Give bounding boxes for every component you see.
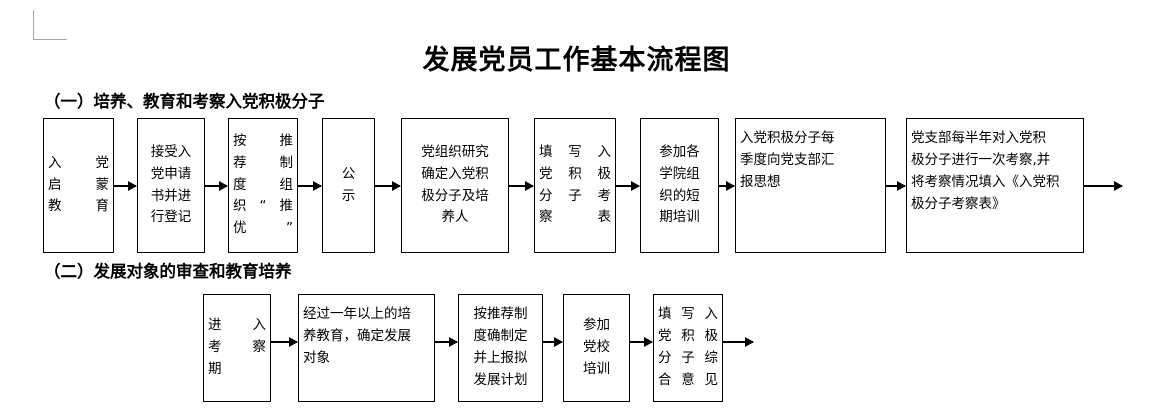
arrow-1-9 bbox=[1084, 181, 1123, 191]
arrow-2-3 bbox=[543, 337, 563, 347]
flow-box-text: 经过一年以上的培养教育，确定发展对象 bbox=[303, 306, 411, 366]
flow-box-text: 党组织研究确定入党积极分子及培养人 bbox=[421, 143, 489, 226]
flow-box-step-1-1[interactable]: 入 党启 蒙教 育 bbox=[43, 118, 114, 253]
flow-box-text: 进 入考 察期 bbox=[208, 317, 266, 377]
arrow-1-7 bbox=[719, 181, 735, 191]
flow-box-step-2-3[interactable]: 按推荐制度确制定并上报拟发展计划 bbox=[458, 294, 543, 402]
flow-box-step-1-2[interactable]: 接受入党申请书并进行登记 bbox=[137, 118, 205, 253]
arrow-1-3 bbox=[298, 181, 322, 191]
flow-box-step-1-5[interactable]: 党组织研究确定入党积极分子及培养人 bbox=[401, 118, 509, 253]
flow-box-text: 参加各学院组织的短期培训 bbox=[659, 143, 700, 226]
flow-box-text: 入 党启 蒙教 育 bbox=[48, 154, 109, 215]
arrow-1-8 bbox=[886, 181, 906, 191]
flow-box-step-1-6[interactable]: 填 写 入党 积 极分 子 考察表 bbox=[534, 118, 616, 253]
flow-box-text: 接受入党申请书并进行登记 bbox=[150, 143, 192, 226]
flow-box-text: 公示 bbox=[341, 165, 356, 204]
flow-box-text: 党支部每半年对入党积极分子进行一次考察,并将考察情况填入《入党积极分子考察表》 bbox=[911, 130, 1060, 212]
arrow-2-5 bbox=[723, 337, 754, 347]
page-title: 发展党员工作基本流程图 bbox=[422, 45, 731, 76]
arrow-1-6 bbox=[616, 181, 640, 191]
flow-box-text: 填 写 入党 积 极分 子 考察表 bbox=[539, 143, 611, 226]
section-label-2: （二）发展对象的审查和教育培养 bbox=[44, 262, 292, 281]
section-label-1: （一）培养、教育和考察入党积极分子 bbox=[44, 92, 325, 111]
flow-box-text: 按推荐制度确制定并上报拟发展计划 bbox=[473, 306, 528, 388]
flow-box-step-2-2[interactable]: 经过一年以上的培养教育，确定发展对象 bbox=[298, 294, 435, 402]
page-margin-corner-mark bbox=[33, 10, 67, 40]
flow-box-step-1-3[interactable]: 按 推荐 制度 组织“推优” bbox=[228, 118, 298, 253]
flow-box-text: 填写入党积极分子综合意见 bbox=[658, 306, 718, 388]
flow-box-step-2-4[interactable]: 参加党校培训 bbox=[563, 294, 630, 402]
arrow-1-4 bbox=[375, 181, 401, 191]
arrow-1-1 bbox=[114, 181, 137, 191]
flow-box-step-2-5[interactable]: 填写入党积极分子综合意见 bbox=[653, 294, 723, 402]
arrow-2-1 bbox=[271, 337, 298, 347]
flow-box-step-2-1[interactable]: 进 入考 察期 bbox=[203, 294, 271, 402]
arrow-1-2 bbox=[205, 181, 228, 191]
flow-box-text: 入党积极分子每季度向党支部汇报思想 bbox=[740, 130, 835, 190]
arrow-1-5 bbox=[509, 181, 534, 191]
flow-box-step-1-8[interactable]: 入党积极分子每季度向党支部汇报思想 bbox=[735, 118, 886, 253]
flow-box-step-1-9[interactable]: 党支部每半年对入党积极分子进行一次考察,并将考察情况填入《入党积极分子考察表》 bbox=[906, 118, 1084, 253]
flow-box-text: 参加党校培训 bbox=[583, 317, 610, 377]
flow-box-step-1-4[interactable]: 公示 bbox=[322, 118, 375, 253]
flow-box-step-1-7[interactable]: 参加各学院组织的短期培训 bbox=[640, 118, 719, 253]
arrow-2-4 bbox=[630, 337, 653, 347]
arrow-2-2 bbox=[435, 337, 458, 347]
flow-box-text: 按 推荐 制度 组织“推优” bbox=[233, 132, 293, 237]
